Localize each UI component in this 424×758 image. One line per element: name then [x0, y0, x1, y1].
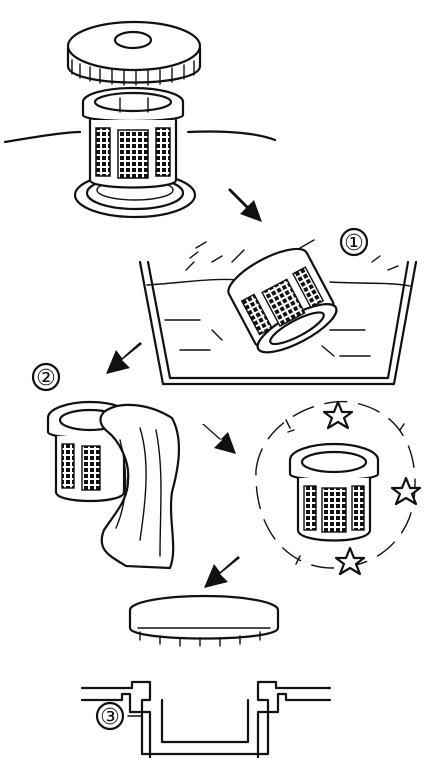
step-remove-filter [5, 22, 275, 217]
filter-cap-icon [130, 596, 278, 646]
filter-cap-icon [68, 22, 200, 85]
sparkle-star-icon [336, 548, 364, 574]
arrow-icon [204, 556, 240, 588]
step-label-3: ③ [100, 705, 120, 730]
step-rinse-in-water: ① [140, 229, 416, 384]
sparkle-star-icon [392, 478, 420, 504]
arrow-icon [202, 424, 236, 454]
arrow-icon [228, 188, 262, 222]
step-label-1: ① [344, 231, 364, 256]
step-label-2: ② [36, 366, 56, 391]
step-wipe-with-cloth: ② [33, 364, 179, 568]
step-reinstall: ③ [82, 596, 330, 758]
sparkle-star-icon [324, 402, 352, 428]
mesh-filter-icon [222, 240, 342, 362]
counter-line-left [5, 132, 80, 142]
counter-line-right [188, 131, 275, 140]
mesh-filter-icon [83, 88, 183, 188]
mesh-filter-icon [290, 444, 378, 541]
step-filter-clean [256, 402, 420, 574]
arrow-icon [106, 342, 142, 374]
